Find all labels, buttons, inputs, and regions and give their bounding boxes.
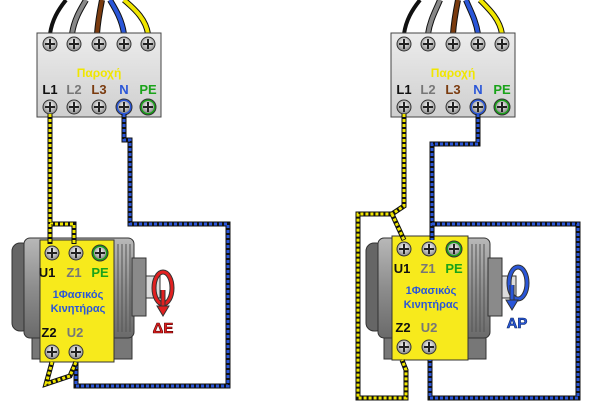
supply-bottom-screws [396, 98, 511, 116]
motor-label-z2: Z2 [395, 320, 410, 335]
supply-title: Παροχή [77, 66, 122, 80]
terminal-label-l1: L1 [42, 82, 57, 97]
diagram-left: Παροχή L1 L2 L3 N PE [11, 0, 231, 389]
supply-terminal-block-right: Παροχή L1 L2 L3 N PE [390, 32, 516, 118]
motor-name-line2: Κινητήρας [51, 303, 106, 315]
supply-cables-right [402, 0, 505, 35]
motor-right: U1 Z1 PE 1Φασικός Κινητήρας Z2 U2 [365, 235, 517, 361]
supply-title: Παροχή [431, 66, 476, 80]
terminal-label-l3: L3 [91, 82, 106, 97]
terminal-label-l1: L1 [396, 82, 411, 97]
supply-bottom-screws [42, 98, 157, 116]
motor-name-line1: 1Φασικός [53, 289, 104, 301]
motor-label-u1: U1 [39, 265, 56, 280]
motor-label-u2: U2 [421, 320, 438, 335]
motor-label-pe: PE [445, 261, 463, 276]
terminal-label-l2: L2 [420, 82, 435, 97]
terminal-label-n: N [473, 82, 482, 97]
wires-right [355, 114, 581, 401]
wires-left [42, 114, 231, 389]
terminal-label-pe: PE [493, 82, 511, 97]
terminal-label-n: N [119, 82, 128, 97]
rotation-counterclockwise-arrow-icon [505, 264, 530, 311]
motor-label-u2: U2 [67, 325, 84, 340]
terminal-label-l2: L2 [66, 82, 81, 97]
supply-top-screws [42, 36, 156, 52]
terminal-label-l3: L3 [445, 82, 460, 97]
motor-label-z1: Z1 [66, 265, 81, 280]
supply-top-screws [396, 36, 510, 52]
motor-name-line2: Κινητήρας [404, 299, 459, 311]
terminal-label-pe: PE [139, 82, 157, 97]
motor-name-line1: 1Φασικός [406, 285, 457, 297]
supply-cables-left [48, 0, 151, 35]
motor-label-u1: U1 [394, 261, 411, 276]
diagram-right: Παροχή L1 L2 L3 N PE [355, 0, 581, 401]
motor-label-pe: PE [91, 265, 109, 280]
supply-terminal-block-left: Παροχή L1 L2 L3 N PE [36, 32, 162, 118]
motor-left: U1 Z1 PE 1Φασικός Κινητήρας Z2 U2 [11, 237, 161, 363]
rotation-clockwise-arrow-icon [151, 269, 175, 317]
direction-label-right: ΑΡ [507, 315, 528, 332]
motor-label-z2: Z2 [41, 325, 56, 340]
direction-label-left: ΔΕ [153, 320, 174, 337]
motor-label-z1: Z1 [420, 261, 435, 276]
